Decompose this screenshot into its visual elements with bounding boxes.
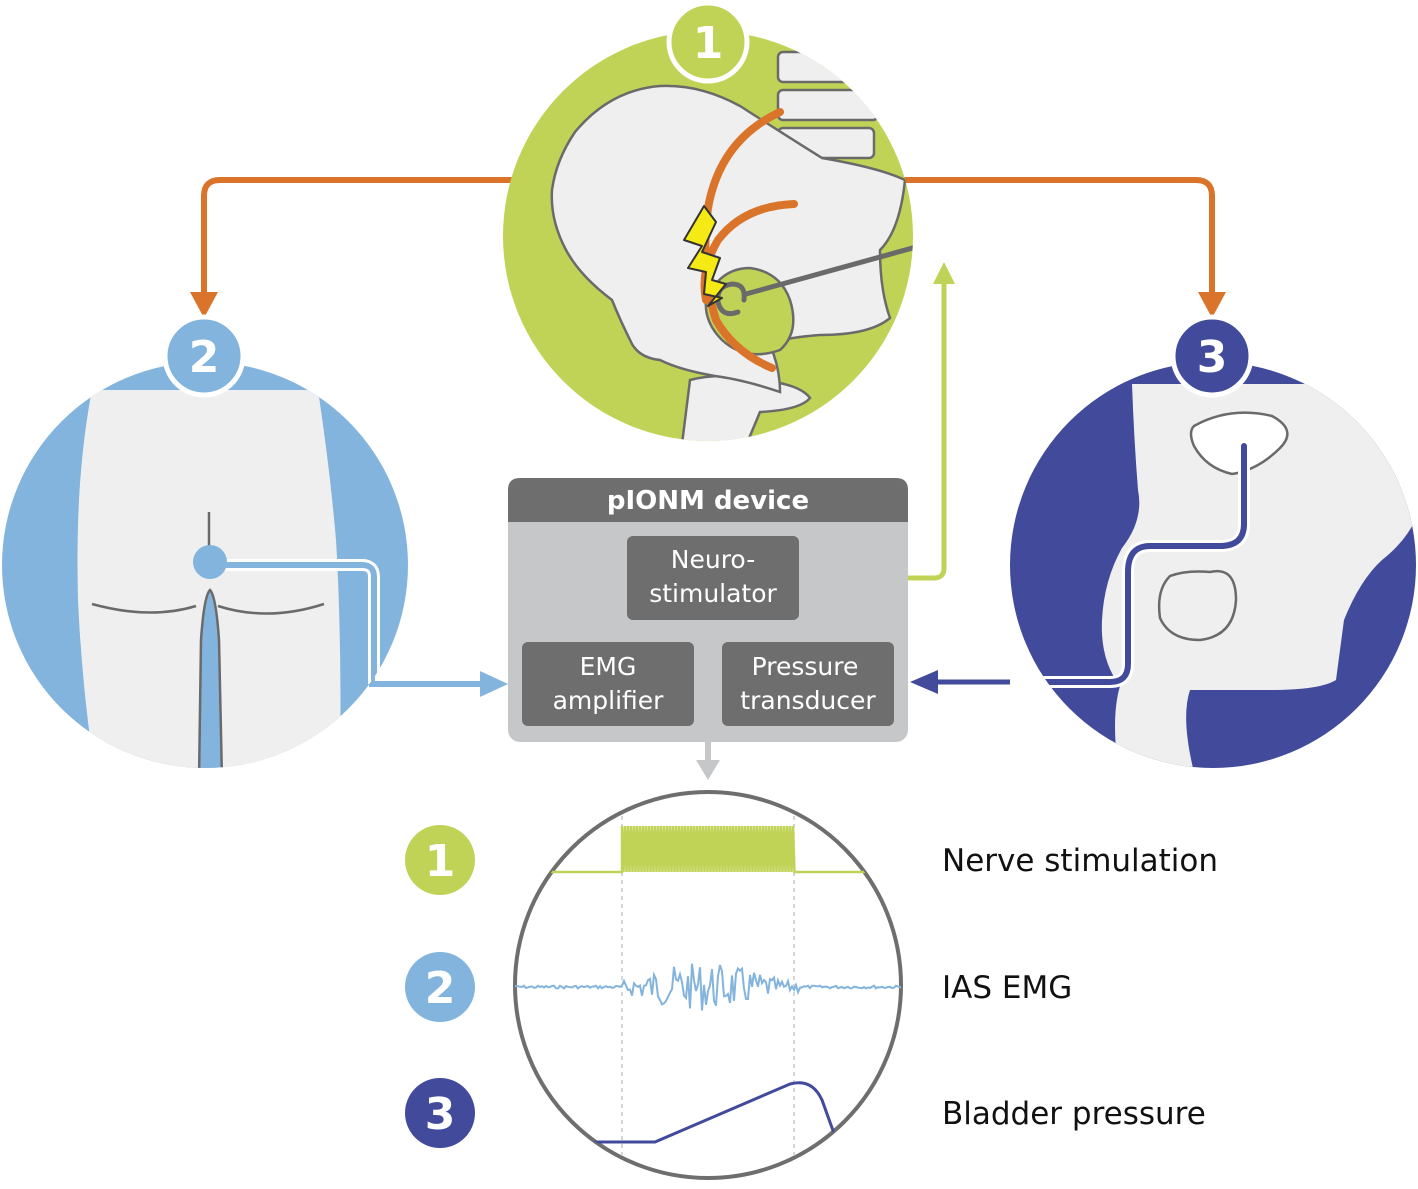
pressure-transducer-box [722, 642, 894, 726]
badge-2: 2 [162, 314, 246, 398]
gray-arrow-output [696, 740, 720, 780]
legend-2-number: 2 [425, 963, 456, 1014]
green-arrow-stimulation [908, 262, 955, 581]
legend-1-label: Nerve stimulation [942, 843, 1218, 879]
vertebra [776, 50, 890, 84]
device-title: pIONM device [607, 486, 809, 516]
neurostimulator-label-line2: stimulator [649, 579, 777, 608]
vertebra [776, 88, 880, 122]
badge-1-number: 1 [693, 18, 724, 69]
bladder-catheter-icon [1010, 440, 1250, 688]
legend-2-label: IAS EMG [942, 970, 1072, 1006]
neurostimulator-box [627, 536, 799, 620]
nerve-stimulation-trace [545, 825, 880, 874]
gluteal-fold-right [217, 602, 325, 615]
buttocks [77, 390, 341, 768]
legend-3-label: Bladder pressure [942, 1096, 1206, 1132]
legend-bladder-pressure: 3 Bladder pressure [405, 1078, 1206, 1148]
gluteal-fold-left [91, 602, 197, 614]
emg-electrode-icon [193, 545, 380, 684]
legend-ias-emg: 2 IAS EMG [405, 952, 1072, 1022]
scrotum [1157, 569, 1238, 642]
pressure-label-line1: Pressure [752, 652, 859, 681]
circle-ias-emg [2, 362, 408, 768]
legend-1-number: 1 [425, 836, 456, 887]
neurostimulator-label-line1: Neuro- [671, 545, 755, 574]
badge-1: 1 [666, 0, 750, 84]
emg-label-line2: amplifier [553, 686, 665, 715]
circle-nerve-stimulation [503, 31, 913, 441]
anal-canal [197, 588, 224, 768]
pionm-device: pIONM device Neuro- stimulator EMG ampli… [508, 478, 908, 742]
badge-2-number: 2 [189, 332, 220, 383]
orange-arrow-to-bladder [900, 177, 1226, 318]
badge-3-number: 3 [1197, 332, 1228, 383]
emg-amplifier-box [522, 642, 694, 726]
ias-emg-trace [515, 963, 901, 1011]
orange-arrow-to-emg [190, 177, 515, 318]
emg-label-line1: EMG [580, 652, 637, 681]
lightning-bolt-icon [683, 205, 727, 307]
signal-recording-circle [513, 790, 903, 1180]
badge-3: 3 [1170, 314, 1254, 398]
pelvic-nerve [701, 108, 784, 372]
legend-3-number: 3 [425, 1089, 456, 1140]
bladder-pressure-trace [590, 1081, 842, 1151]
legend-nerve-stimulation: 1 Nerve stimulation [405, 825, 1218, 895]
navy-arrow-pressure-signal [910, 670, 1010, 694]
circle-bladder-pressure [1010, 362, 1416, 768]
male-pelvis-body [1101, 384, 1416, 768]
pressure-label-line2: transducer [740, 686, 876, 715]
